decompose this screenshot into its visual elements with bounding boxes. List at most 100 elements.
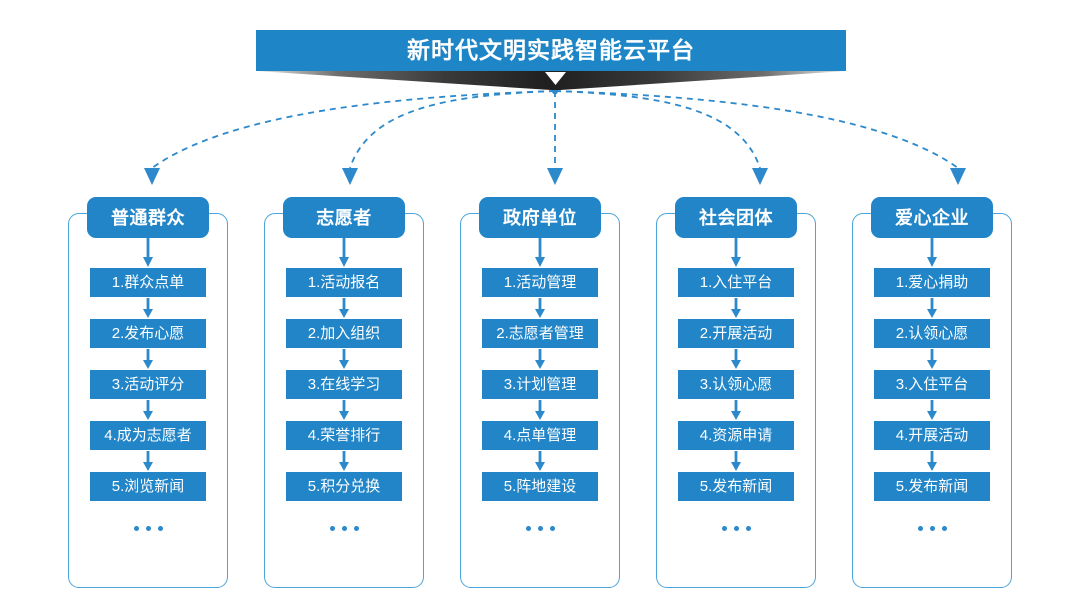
list-item[interactable]: 3.计划管理 — [482, 370, 598, 399]
step-arrow-icon — [143, 451, 153, 471]
item-label: 4.成为志愿者 — [104, 427, 192, 444]
step-arrow-icon — [339, 451, 349, 471]
list-item[interactable]: 4.成为志愿者 — [90, 421, 206, 450]
item-label: 1.入住平台 — [699, 274, 773, 291]
arrowhead-column-2 — [342, 168, 358, 185]
list-item[interactable]: 1.爱心捐助 — [874, 268, 990, 297]
item-label: 5.积分兑换 — [307, 478, 381, 495]
item-label: 2.加入组织 — [307, 325, 381, 342]
step-arrow-icon — [927, 400, 937, 420]
item-label: 3.活动评分 — [111, 376, 185, 393]
list-item[interactable]: 2.志愿者管理 — [482, 319, 598, 348]
list-item[interactable]: 5.积分兑换 — [286, 472, 402, 501]
list-item[interactable]: 2.发布心愿 — [90, 319, 206, 348]
list-item[interactable]: 5.发布新闻 — [874, 472, 990, 501]
more-items-ellipsis — [133, 523, 163, 533]
item-label: 1.爱心捐助 — [895, 274, 969, 291]
arrowhead-column-4 — [752, 168, 768, 185]
connector-to-column-5 — [554, 90, 959, 169]
list-item[interactable]: 5.阵地建设 — [482, 472, 598, 501]
column-header-1[interactable]: 普通群众 — [87, 197, 209, 238]
list-item[interactable]: 5.发布新闻 — [678, 472, 794, 501]
list-item[interactable]: 4.开展活动 — [874, 421, 990, 450]
ellipsis-dot — [133, 525, 139, 531]
connector-to-column-4 — [554, 90, 761, 169]
step-arrow-icon — [535, 400, 545, 420]
step-arrow-icon — [927, 451, 937, 471]
step-arrow-icon — [731, 349, 741, 369]
connector-to-column-1 — [151, 90, 556, 169]
column-header-label: 普通群众 — [111, 207, 185, 228]
role-column-志愿者: 志愿者 1.活动报名 2.加入组织 — [264, 197, 424, 588]
column-header-5[interactable]: 爱心企业 — [871, 197, 993, 238]
item-label: 5.发布新闻 — [699, 478, 773, 495]
platform-title-banner: 新时代文明实践智能云平台 — [256, 30, 846, 71]
item-label: 4.资源申请 — [699, 427, 773, 444]
role-column-爱心企业: 爱心企业 1.爱心捐助 2.认领心愿 — [852, 197, 1012, 588]
list-item[interactable]: 4.点单管理 — [482, 421, 598, 450]
ellipsis-dot — [341, 525, 347, 531]
column-header-label: 爱心企业 — [895, 207, 969, 228]
connector-origin-node — [551, 87, 559, 95]
ellipsis-dot — [353, 525, 359, 531]
ellipsis-dot — [917, 525, 923, 531]
ellipsis-dot — [549, 525, 555, 531]
step-arrow-icon — [339, 238, 349, 267]
list-item[interactable]: 5.浏览新闻 — [90, 472, 206, 501]
list-item[interactable]: 4.资源申请 — [678, 421, 794, 450]
page-title: 新时代文明实践智能云平台 — [407, 37, 695, 63]
item-label: 2.认领心愿 — [895, 325, 969, 342]
column-items-stack: 1.入住平台 2.开展活动 3.认领心愿 — [656, 238, 816, 533]
step-arrow-icon — [731, 400, 741, 420]
step-arrow-icon — [731, 451, 741, 471]
connector-to-column-2 — [349, 90, 556, 169]
step-arrow-icon — [535, 451, 545, 471]
ellipsis-dot — [941, 525, 947, 531]
list-item[interactable]: 2.开展活动 — [678, 319, 794, 348]
arrowhead-column-1 — [144, 168, 160, 185]
more-items-ellipsis — [329, 523, 359, 533]
item-label: 3.入住平台 — [895, 376, 969, 393]
step-arrow-icon — [535, 298, 545, 318]
list-item[interactable]: 1.入住平台 — [678, 268, 794, 297]
list-item[interactable]: 1.活动管理 — [482, 268, 598, 297]
column-header-label: 政府单位 — [503, 207, 577, 228]
step-arrow-icon — [339, 400, 349, 420]
step-arrow-icon — [143, 298, 153, 318]
item-label: 1.活动管理 — [503, 274, 577, 291]
item-label: 3.计划管理 — [503, 376, 577, 393]
ellipsis-dot — [929, 525, 935, 531]
list-item[interactable]: 1.群众点单 — [90, 268, 206, 297]
column-header-4[interactable]: 社会团体 — [675, 197, 797, 238]
ellipsis-dot — [721, 525, 727, 531]
ellipsis-dot — [145, 525, 151, 531]
step-arrow-icon — [535, 349, 545, 369]
list-item[interactable]: 2.加入组织 — [286, 319, 402, 348]
list-item[interactable]: 3.认领心愿 — [678, 370, 794, 399]
list-item[interactable]: 3.活动评分 — [90, 370, 206, 399]
list-item[interactable]: 4.荣誉排行 — [286, 421, 402, 450]
list-item[interactable]: 2.认领心愿 — [874, 319, 990, 348]
item-label: 5.浏览新闻 — [111, 478, 185, 495]
item-label: 4.开展活动 — [895, 427, 969, 444]
more-items-ellipsis — [917, 523, 947, 533]
ellipsis-dot — [157, 525, 163, 531]
role-column-社会团体: 社会团体 1.入住平台 2.开展活动 — [656, 197, 816, 588]
ellipsis-dot — [745, 525, 751, 531]
ellipsis-dot — [537, 525, 543, 531]
list-item[interactable]: 1.活动报名 — [286, 268, 402, 297]
item-label: 3.认领心愿 — [699, 376, 773, 393]
item-label: 1.活动报名 — [307, 274, 381, 291]
column-header-2[interactable]: 志愿者 — [283, 197, 405, 238]
step-arrow-icon — [927, 298, 937, 318]
step-arrow-icon — [339, 298, 349, 318]
arrowhead-column-3 — [547, 168, 563, 185]
step-arrow-icon — [143, 238, 153, 267]
column-items-stack: 1.活动管理 2.志愿者管理 3.计划管理 — [460, 238, 620, 533]
ellipsis-dot — [525, 525, 531, 531]
list-item[interactable]: 3.在线学习 — [286, 370, 402, 399]
column-header-3[interactable]: 政府单位 — [479, 197, 601, 238]
step-arrow-icon — [535, 238, 545, 267]
list-item[interactable]: 3.入住平台 — [874, 370, 990, 399]
